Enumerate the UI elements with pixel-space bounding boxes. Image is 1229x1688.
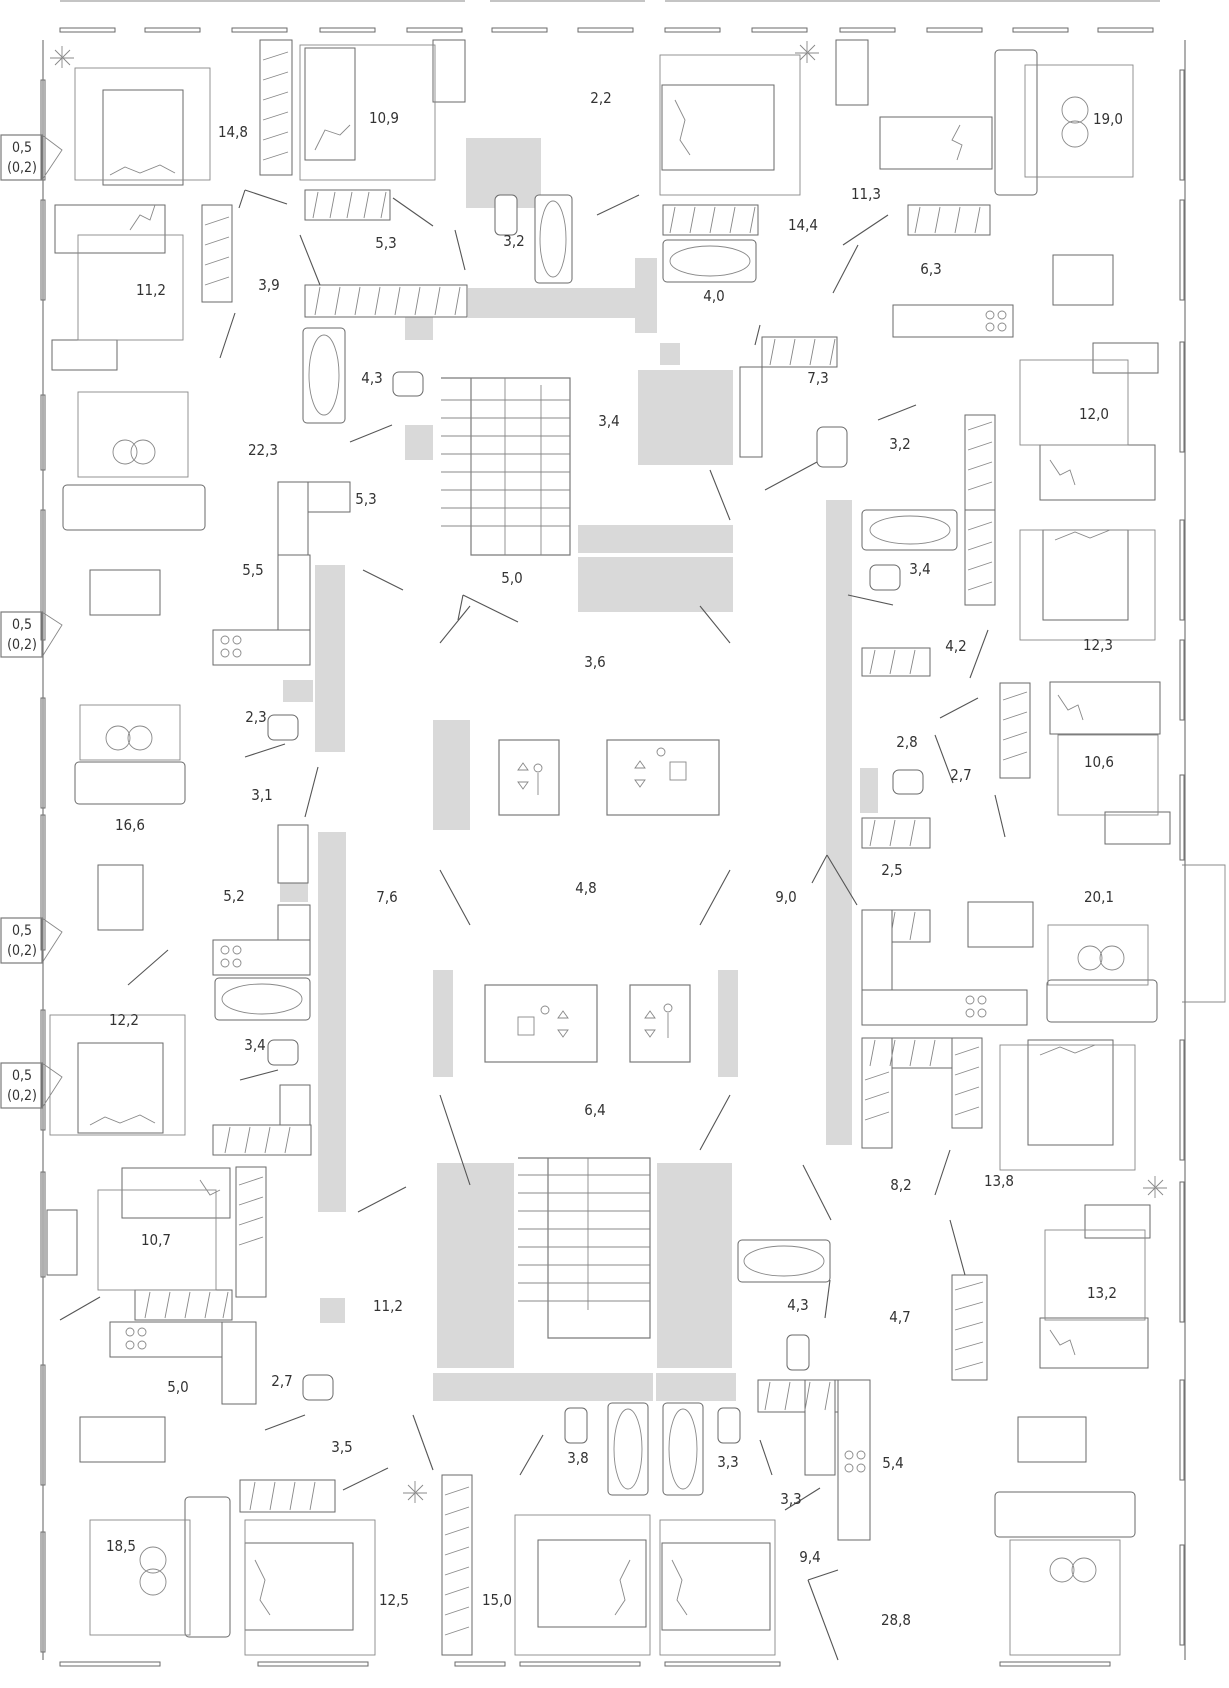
room-area-label: 5,3	[375, 234, 396, 252]
balcony-sub-area: (0,2)	[7, 943, 37, 959]
stair-lower	[518, 1157, 651, 1339]
balcony-labels: 0,5 (0,2) 0,5 (0,2) 0,5 (0,2) 0,5 (0,2)	[7, 140, 37, 1104]
balcony-area: 0,5	[12, 923, 32, 939]
room-area-label: 3,5	[331, 1438, 352, 1456]
room-area-label: 4,8	[575, 879, 596, 897]
desk-icons	[46, 39, 1171, 1276]
elevator-4	[629, 984, 691, 1063]
room-area-label: 12,5	[379, 1591, 409, 1609]
room-area-label: 5,2	[223, 887, 244, 905]
kitchen-icons	[109, 304, 1028, 1541]
room-area-label: 3,3	[717, 1453, 738, 1471]
room-area-label: 6,4	[584, 1101, 605, 1119]
room-area-label: 18,5	[106, 1537, 136, 1555]
balcony-area: 0,5	[12, 1068, 32, 1084]
room-area-label: 3,4	[244, 1036, 265, 1054]
pillow-hints	[89, 99, 1111, 1616]
room-area-label: 3,8	[567, 1449, 588, 1467]
room-area-label: 12,2	[109, 1011, 139, 1029]
right-window-strips	[1179, 69, 1226, 1646]
elevator-1	[498, 739, 560, 816]
balcony-sub-area: (0,2)	[7, 1088, 37, 1104]
room-area-label: 5,0	[167, 1378, 188, 1396]
balcony-area: 0,5	[12, 140, 32, 156]
walls	[42, 40, 1186, 1660]
room-area-label: 4,2	[945, 637, 966, 655]
room-area-label: 5,5	[242, 561, 263, 579]
room-area-label: 9,0	[775, 888, 796, 906]
room-area-label: 22,3	[248, 441, 278, 459]
room-area-label: 5,0	[501, 569, 522, 587]
room-area-label: 10,7	[141, 1231, 171, 1249]
room-area-label: 2,7	[271, 1372, 292, 1390]
toilet-icons	[267, 194, 924, 1444]
room-area-label: 16,6	[115, 816, 145, 834]
room-area-label: 3,4	[598, 412, 619, 430]
room-area-label: 5,4	[882, 1454, 903, 1472]
round-tables	[105, 96, 1125, 1596]
sofa-icons	[62, 49, 1158, 1638]
room-area-label: 4,7	[889, 1308, 910, 1326]
bathtub-icons	[214, 194, 958, 1496]
room-area-label: 11,2	[136, 281, 166, 299]
room-area-labels: 14,8 10,9 2,2 11,3 19,0 11,2 3,9 5,3 3,2…	[106, 89, 1123, 1629]
wardrobe-hatching	[144, 51, 1028, 1636]
room-area-label: 7,6	[376, 888, 397, 906]
room-area-label: 3,6	[584, 653, 605, 671]
room-area-label: 12,0	[1079, 405, 1109, 423]
balcony-area: 0,5	[12, 617, 32, 633]
room-area-label: 4,0	[703, 287, 724, 305]
room-area-label: 15,0	[482, 1591, 512, 1609]
stair-upper	[441, 377, 571, 556]
room-area-label: 3,2	[503, 232, 524, 250]
dining-table-icons	[79, 254, 1114, 1463]
room-area-label: 3,1	[251, 786, 272, 804]
room-area-label: 11,3	[851, 185, 881, 203]
door-swings	[59, 189, 1006, 1661]
room-area-label: 2,7	[950, 766, 971, 784]
top-window-strips	[59, 0, 1160, 33]
balcony-sub-area: (0,2)	[7, 637, 37, 653]
bottom-window-strips	[59, 1661, 1111, 1667]
room-area-label: 2,3	[245, 708, 266, 726]
room-area-label: 4,3	[787, 1296, 808, 1314]
room-area-label: 20,1	[1084, 888, 1114, 906]
room-area-label: 4,3	[361, 369, 382, 387]
room-area-label: 13,8	[984, 1172, 1014, 1190]
room-area-label: 12,3	[1083, 636, 1113, 654]
freight-elevator-3	[484, 984, 598, 1063]
core-shafts	[280, 138, 878, 1401]
room-area-label: 2,5	[881, 861, 902, 879]
room-area-label: 2,2	[590, 89, 611, 107]
room-area-label: 11,2	[373, 1297, 403, 1315]
balcony-sub-area: (0,2)	[7, 160, 37, 176]
room-area-label: 9,4	[799, 1548, 820, 1566]
room-area-label: 3,2	[889, 435, 910, 453]
room-area-label: 5,3	[355, 490, 376, 508]
room-area-label: 10,6	[1084, 753, 1114, 771]
room-area-label: 14,8	[218, 123, 248, 141]
room-area-label: 7,3	[807, 369, 828, 387]
bed-icons	[54, 47, 1161, 1631]
balcony-boxes	[0, 134, 63, 1109]
room-area-label: 2,8	[896, 733, 917, 751]
room-area-label: 8,2	[890, 1176, 911, 1194]
room-area-label: 14,4	[788, 216, 818, 234]
room-area-label: 19,0	[1093, 110, 1123, 128]
room-area-label: 13,2	[1087, 1284, 1117, 1302]
room-area-label: 28,8	[881, 1611, 911, 1629]
plant-icons	[50, 41, 1167, 1503]
room-area-label: 10,9	[369, 109, 399, 127]
room-area-label: 3,3	[780, 1490, 801, 1508]
room-area-label: 6,3	[920, 260, 941, 278]
freight-elevator-2	[606, 739, 720, 816]
room-area-label: 3,4	[909, 560, 930, 578]
room-outlines	[49, 44, 1159, 1656]
room-area-label: 3,9	[258, 276, 279, 294]
